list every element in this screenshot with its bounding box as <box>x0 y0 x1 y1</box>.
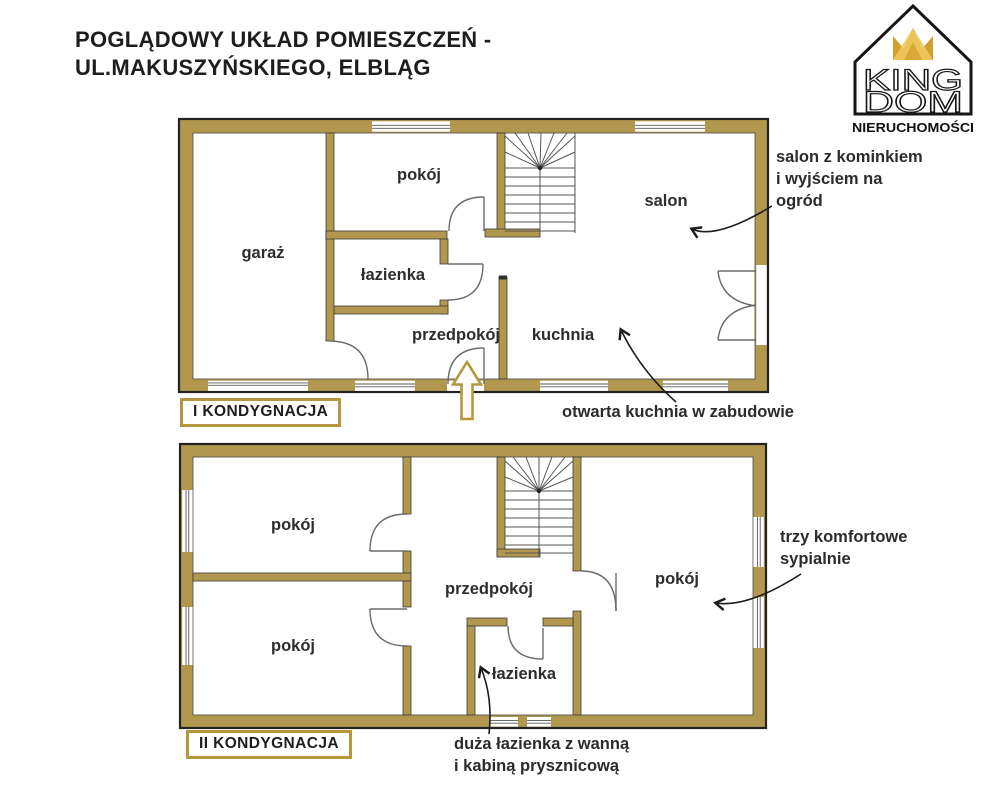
floor1-plan: garaż pokój łazienka przedpokój kuchnia … <box>177 117 770 421</box>
crown-icon <box>893 28 933 60</box>
door-arc <box>447 263 484 301</box>
room-label-pokoj-f2-topleft: pokój <box>271 516 315 534</box>
room-label-pokoj-f1: pokój <box>397 166 441 184</box>
floor1-interior <box>192 132 756 380</box>
pointer-arrow-bathroom <box>477 665 491 735</box>
entrance-arrow-icon <box>450 359 484 421</box>
room-label-przedpokoj-f2: przedpokój <box>445 580 533 598</box>
room-label-przedpokoj-f1: przedpokój <box>412 326 500 344</box>
floor1-label-box: I KONDYGNACJA <box>180 398 342 427</box>
floor2-windows <box>182 490 764 727</box>
annotation-bathroom: duża łazienka z wanną i kabiną prysznico… <box>454 735 630 775</box>
pointer-arrow-salon <box>689 205 773 239</box>
room-label-lazienka-f1: łazienka <box>361 266 426 284</box>
french-door-arcs <box>717 270 757 341</box>
room-label-lazienka-f2: łazienka <box>492 665 557 683</box>
room-label-pokoj-f2-bottomleft: pokój <box>271 637 315 655</box>
pointer-arrow-bedrooms <box>712 573 802 611</box>
door-arc <box>448 196 485 232</box>
pointer-arrow-kitchen <box>618 327 677 403</box>
floor2-label: II KONDYGNACJA <box>199 735 339 752</box>
brand-king: KING <box>863 64 963 97</box>
floor2-doors <box>369 513 617 660</box>
french-door-opening <box>756 265 767 345</box>
floor1-interior-walls <box>325 132 541 380</box>
garage-door <box>208 380 308 391</box>
page-title-line-1: POGLĄDOWY UKŁAD POMIESZCZEŃ - <box>75 27 492 52</box>
door-arc <box>507 625 544 660</box>
door-arc <box>369 608 408 647</box>
annotation-bedrooms: trzy komfortowe sypialnie <box>780 528 908 568</box>
kingdom-logo: KING DOM NIERUCHOMOŚCI <box>852 3 974 135</box>
room-label-kuchnia: kuchnia <box>532 326 595 344</box>
floor1-windows <box>208 121 767 391</box>
room-label-salon: salon <box>644 192 687 210</box>
annotation-pointers <box>477 205 802 735</box>
door-arc <box>369 513 408 552</box>
page-title: POGLĄDOWY UKŁAD POMIESZCZEŃ - UL.MAKUSZY… <box>75 26 492 82</box>
brand-dom: DOM <box>863 86 963 119</box>
stairs-icon <box>504 456 574 556</box>
floor2-plan: pokój pokój przedpokój pokój łazienka <box>178 442 768 730</box>
page-title-line-2: UL.MAKUSZYŃSKIEGO, ELBLĄG <box>75 55 431 81</box>
door-arc <box>447 347 485 385</box>
house-outline-icon <box>853 3 973 116</box>
room-label-pokoj-f2-right: pokój <box>655 570 699 588</box>
door-arc <box>328 340 369 380</box>
floor1-label: I KONDYGNACJA <box>193 403 329 420</box>
annotation-salon: salon z kominkiem i wyjściem na ogród <box>776 148 923 210</box>
floor2-label-box: II KONDYGNACJA <box>186 730 352 759</box>
stairs-icon <box>504 132 576 233</box>
annotation-kitchen: otwarta kuchnia w zabudowie <box>562 403 794 421</box>
brand-subtitle: NIERUCHOMOŚCI <box>852 120 974 135</box>
floor1-doors <box>328 196 757 385</box>
room-label-garaz: garaż <box>241 244 284 262</box>
